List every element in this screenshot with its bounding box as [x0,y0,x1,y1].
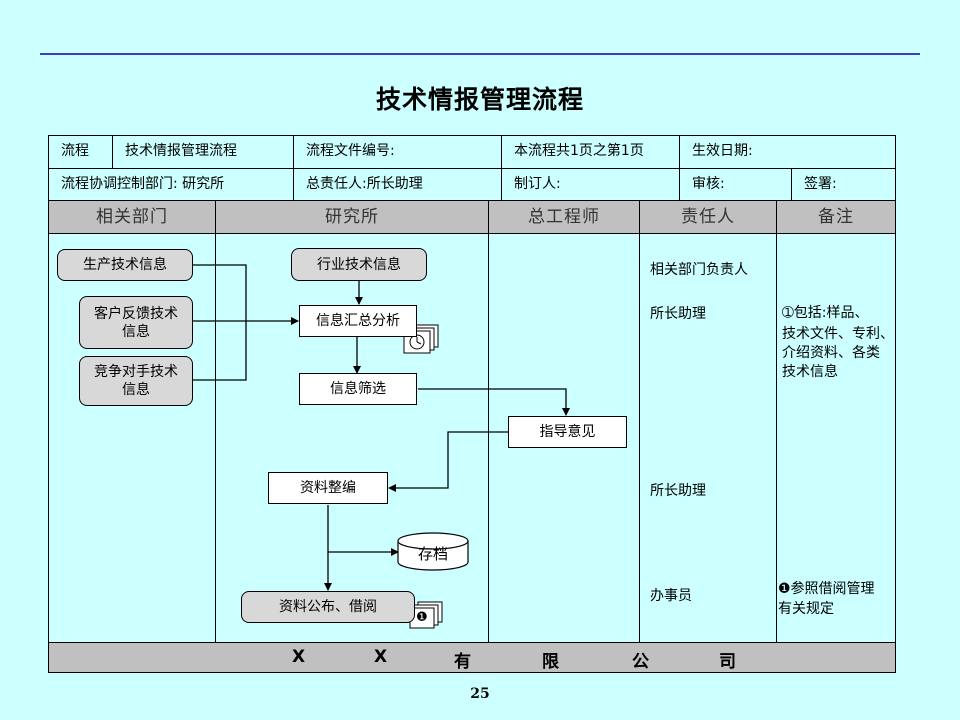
footer-char: 司 [719,652,736,672]
info-effective-date: 生效日期: [680,136,895,169]
footer-char: X [292,647,306,667]
note-2-line-2: 有关规定 [778,601,834,617]
info-owner: 总责任人:所长助理 [294,169,502,201]
arrow-compile-to-archive [327,505,399,556]
node-production-info: 生产技术信息 [57,249,193,281]
arrow-screening-to-guidance [418,388,570,416]
document-stack-icon [403,324,439,354]
info-page-count: 本流程共1页之第1页 [502,136,680,169]
company-footer: X X 有 限 公 司 [49,642,895,672]
node-industry-info: 行业技术信息 [291,248,427,281]
note-1-line-3: 介绍资料、各类 [782,345,880,361]
lane-responsible [640,234,777,642]
page-number: 25 [470,686,490,702]
node-info-screening: 信息筛选 [299,373,417,405]
top-rule [40,53,920,55]
lane-header-chief-engineer: 总工程师 [489,201,640,234]
footer-char: 有 [454,652,471,672]
connector-left-group [193,264,247,381]
lane-header-institute: 研究所 [216,201,489,234]
lane-institute [216,234,489,642]
node-publish-borrow: 资料公布、借阅 [241,591,415,623]
responsible-3: 所长助理 [650,483,706,499]
node-compile: 资料整编 [268,472,388,504]
note-1-line-4: 技术信息 [782,364,838,380]
node-info-summary: 信息汇总分析 [299,305,417,337]
node-archive-label: 存档 [417,545,448,563]
lane-header-notes: 备注 [777,201,895,234]
lane-related-dept [49,234,216,642]
footer-char: 限 [542,652,559,672]
info-process-name: 技术情报管理流程 [113,136,294,169]
circle-one-badge: ❶ [416,610,428,625]
lane-header-responsible: 责任人 [640,201,777,234]
info-reviewer: 审核: [680,169,792,201]
responsible-2: 所长助理 [650,306,706,322]
note-2-line-1: ❶参照借阅管理 [778,581,875,597]
lane-header-related-dept: 相关部门 [49,201,216,234]
node-guidance: 指导意见 [508,416,627,448]
footer-char: X [374,647,388,667]
responsible-1: 相关部门负责人 [650,262,748,278]
flowchart-frame: 流程 技术情报管理流程 流程文件编号: 本流程共1页之第1页 生效日期: 流程协… [48,135,896,673]
node-competitor-info: 竞争对手技术信息 [79,356,193,406]
footer-char: 公 [632,652,649,672]
page-title: 技术情报管理流程 [375,85,584,114]
responsible-4: 办事员 [650,588,692,604]
note-1-line-1: ➀包括:样品、 [782,305,869,321]
info-process-label: 流程 [49,136,113,169]
document-stack-icon [409,601,443,629]
info-signer: 签署: [792,169,895,201]
lane-chief-engineer [489,234,640,642]
info-doc-number: 流程文件编号: [294,136,502,169]
note-1-line-2: 技术文件、专利、 [782,326,894,342]
arrow-guidance-to-compile [388,431,508,492]
archive-cylinder [397,532,469,571]
node-customer-feedback: 客户反馈技术信息 [79,296,193,349]
info-control-dept: 流程协调控制部门: 研究所 [49,169,294,201]
info-author: 制订人: [502,169,680,201]
